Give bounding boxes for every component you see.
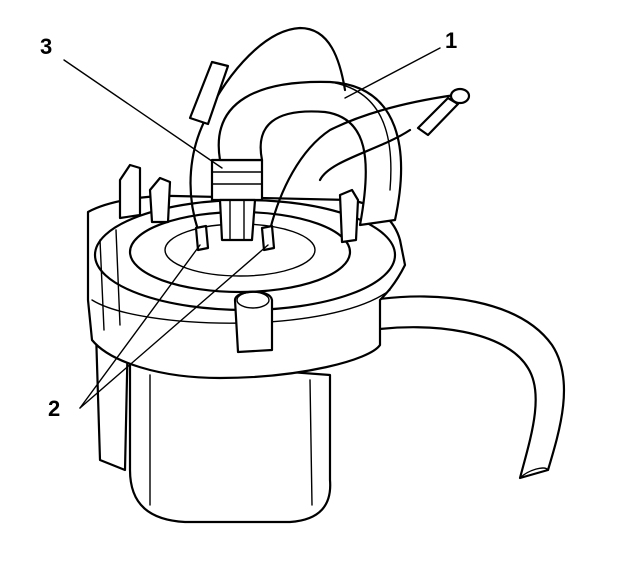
outlet-fitting [210, 158, 264, 242]
leader-lines [63, 47, 441, 409]
electrical-terminals [194, 224, 276, 252]
leader-line-3 [63, 59, 223, 169]
callout-3: 3 [40, 34, 53, 59]
leader-line-2a [79, 244, 201, 409]
wiring-harness [188, 26, 471, 232]
callout-1: 1 [445, 28, 458, 53]
callout-2: 2 [48, 396, 61, 421]
outlet-hose [370, 295, 566, 480]
leader-line-1 [344, 47, 441, 99]
leader-line-2b [79, 244, 269, 409]
fuel-feed-hose-loop [217, 80, 403, 227]
